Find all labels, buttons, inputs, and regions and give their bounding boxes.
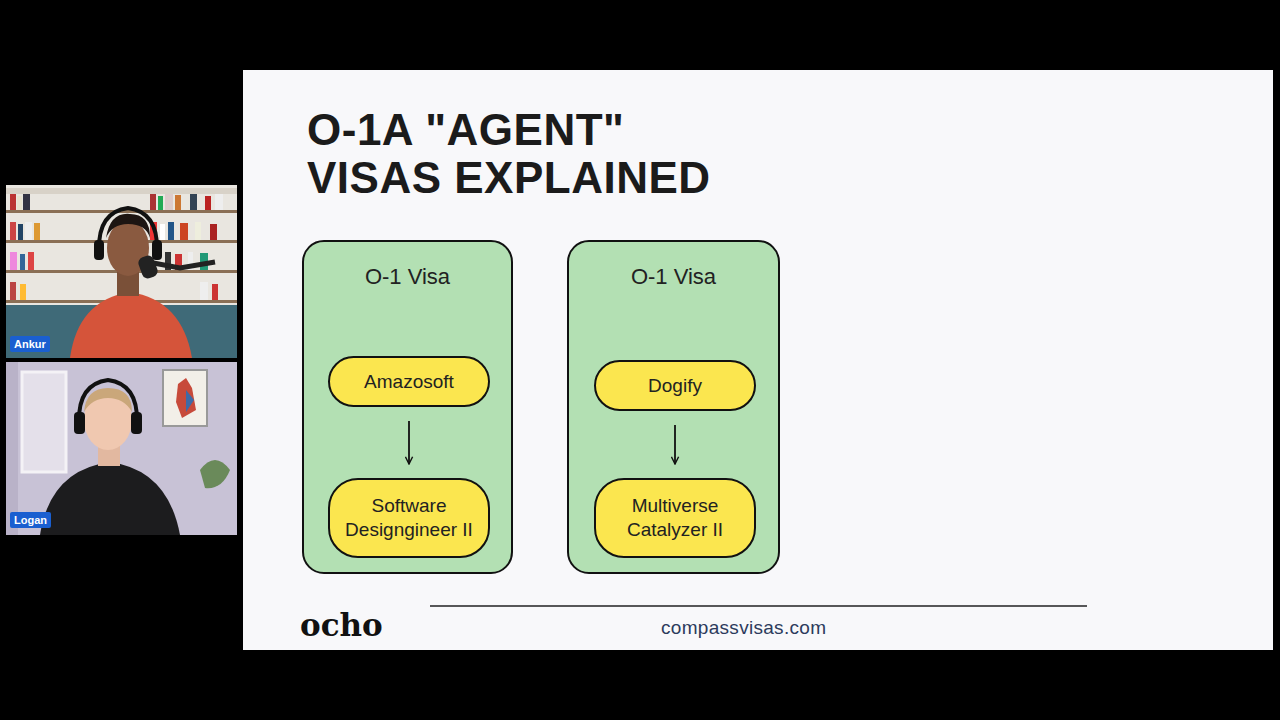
group-heading: O-1 Visa <box>569 264 778 290</box>
role-pill: Multiverse Catalyzer II <box>594 478 756 558</box>
slide-title: O-1A "AGENT" VISAS EXPLAINED <box>307 106 737 202</box>
role-pill: Software Designgineer II <box>328 478 490 558</box>
pill-label: Multiverse Catalyzer II <box>596 494 754 542</box>
webcam-logan <box>6 362 237 535</box>
pill-label: Dogify <box>640 374 710 398</box>
visa-group-box: O-1 VisaAmazosoftSoftware Designgineer I… <box>302 240 513 574</box>
participant-name-tag: Ankur <box>10 336 50 352</box>
webcam-ankur <box>6 185 237 358</box>
flow-arrow <box>674 425 676 464</box>
flow-arrow <box>408 421 410 464</box>
role-pill: Dogify <box>594 360 756 411</box>
group-heading: O-1 Visa <box>304 264 511 290</box>
website-url: compassvisas.com <box>661 617 826 639</box>
pill-label: Software Designgineer II <box>330 494 488 542</box>
footer-rule <box>430 605 1087 607</box>
role-pill: Amazosoft <box>328 356 490 407</box>
participant-name-tag: Logan <box>10 512 51 528</box>
pill-label: Amazosoft <box>356 370 462 394</box>
visa-group-box: O-1 VisaDogifyMultiverse Catalyzer II <box>567 240 780 574</box>
brand-logo: ocho <box>300 608 383 642</box>
